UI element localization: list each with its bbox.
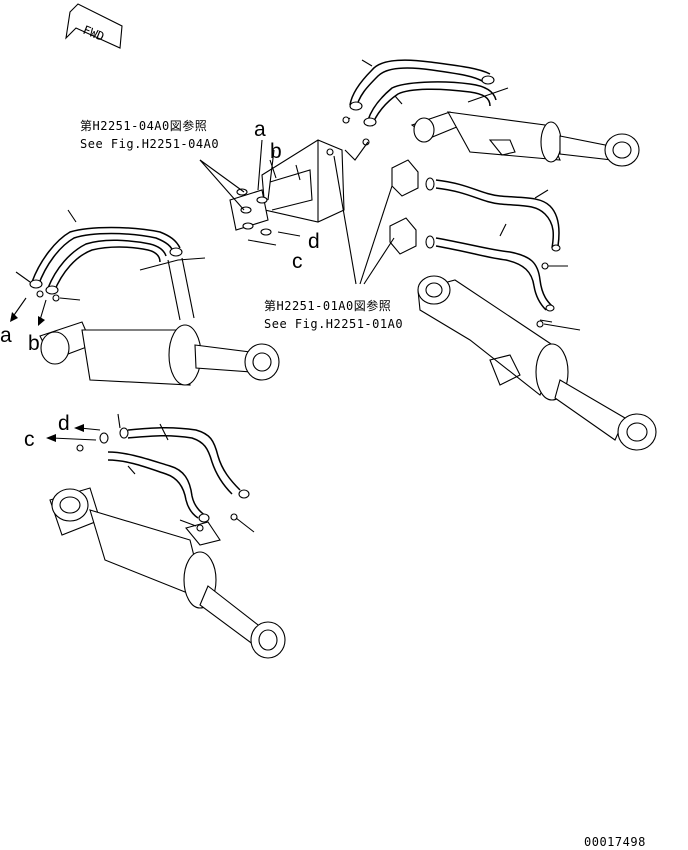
callout-a-left: a [0,324,12,347]
drawing-number: 00017498 [584,835,646,849]
callout-d-top: d [308,230,320,253]
leader-line [247,239,277,246]
cylinder-left-mid [15,209,280,386]
ref-top-jp: 第H2251-04A0図参照 [80,118,207,133]
leader-line [363,237,395,285]
cylinder-top-right [342,59,640,167]
valve-block [229,139,345,236]
arrow-a-left [10,297,27,322]
leader-line [199,159,245,211]
callout-c-bottom: c [24,428,35,451]
leader-line [277,231,301,237]
leader-line [359,185,393,285]
arrow-d-bottom [74,424,101,432]
ref-mid-en: See Fig.H2251-01A0 [264,317,403,331]
cylinder-mid-right [389,159,657,451]
leader-line [257,139,263,191]
ref-top-en: See Fig.H2251-04A0 [80,137,219,151]
arrow-c-bottom [46,434,97,442]
callout-b-left: b [28,332,40,355]
ref-mid-jp: 第H2251-01A0図参照 [264,298,391,313]
washer [76,444,84,452]
leader-line [117,413,121,429]
callout-b-top: b [270,140,282,163]
callout-a-top: a [254,118,266,141]
leader-line [199,159,245,193]
fwd-arrow-icon: FWD [65,3,123,49]
leader-line [267,149,275,201]
cylinder-bottom-left [49,423,286,659]
arrow-b-left [38,299,47,326]
leader-line [333,155,357,285]
callout-c-top: c [292,250,303,273]
callout-d-bottom: d [58,412,70,435]
